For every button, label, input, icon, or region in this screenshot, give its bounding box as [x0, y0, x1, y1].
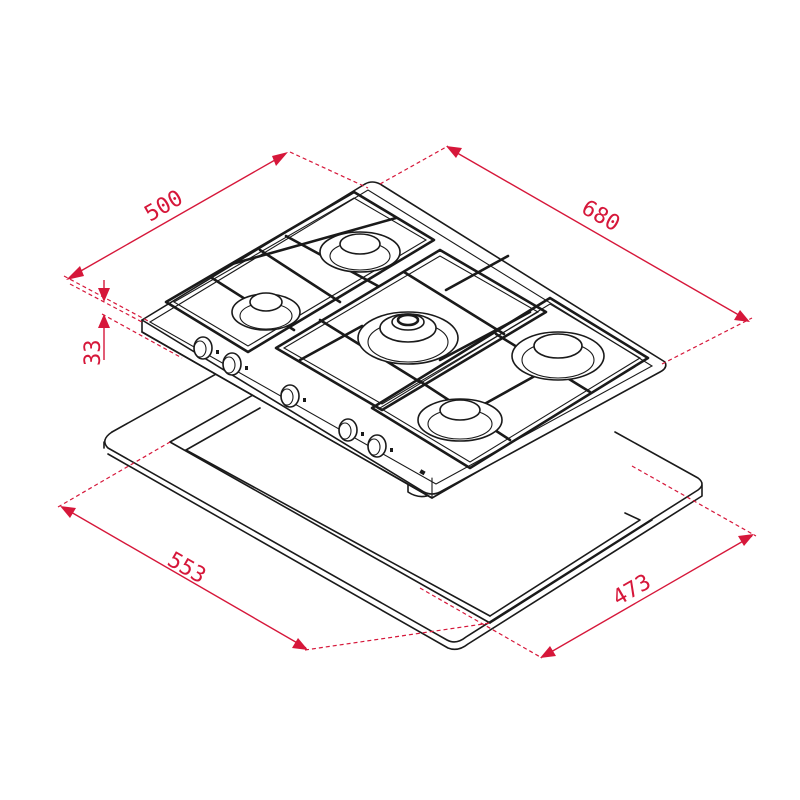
- dimension-depth-label: 500: [141, 186, 188, 228]
- knob-2: [222, 352, 248, 376]
- countertop: [103, 304, 703, 651]
- cutout-opening: [169, 377, 653, 624]
- control-knobs: [193, 336, 393, 458]
- brand-logo: [419, 469, 426, 476]
- burner-rapid: [511, 331, 605, 381]
- knob-1: [193, 336, 219, 360]
- dimension-width-label: 680: [577, 196, 624, 238]
- burner-semi-rapid-front: [417, 398, 503, 442]
- knob-4: [338, 418, 364, 442]
- dimension-height-label: 33: [81, 340, 106, 367]
- dimension-cutout-depth: 473: [419, 465, 757, 659]
- dimension-height: 33: [69, 280, 183, 367]
- dimension-cutout-width-label: 553: [163, 548, 210, 590]
- knob-5: [367, 434, 393, 458]
- gas-hob: [141, 181, 667, 499]
- burner-wok: [357, 311, 459, 365]
- knob-3: [280, 384, 306, 408]
- burner-auxiliary: [231, 292, 301, 331]
- pan-support-center: [274, 248, 548, 412]
- burner-semi-rapid-rear: [319, 231, 401, 273]
